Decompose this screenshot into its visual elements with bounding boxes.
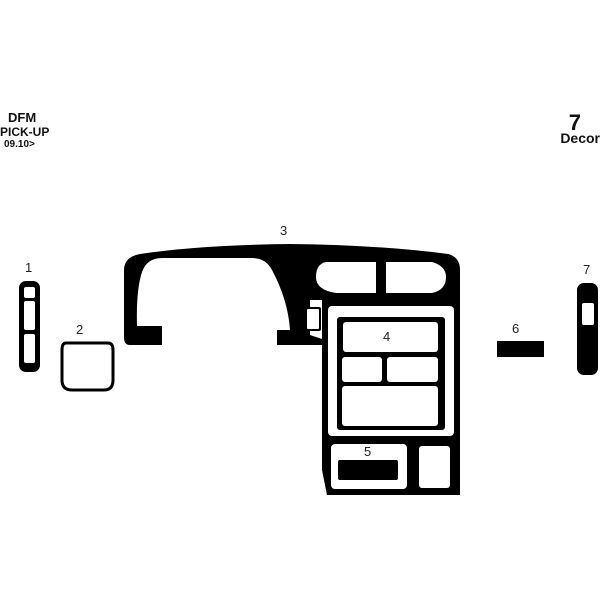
part-2: 2	[60, 322, 115, 392]
piece-count: 7	[568, 110, 581, 135]
part-1-label: 1	[25, 260, 32, 275]
part-7: 7	[577, 262, 598, 375]
part-2-label: 2	[76, 322, 83, 337]
part-6: 6	[497, 321, 544, 357]
part-7-label: 7	[583, 262, 590, 277]
part-4: 4	[337, 317, 445, 430]
part-3-label: 3	[280, 223, 287, 238]
part-4-label: 4	[383, 329, 390, 344]
vehicle-model: PICK-UP	[0, 125, 50, 139]
model-date: 09.10>	[4, 139, 35, 150]
product-type: Decor	[560, 130, 600, 146]
part-5: 5	[331, 444, 450, 489]
part-6-label: 6	[512, 321, 519, 336]
part-5-label: 5	[364, 444, 371, 459]
part-1: 1	[19, 260, 40, 372]
part-3: 3	[124, 223, 460, 345]
vehicle-brand: DFM	[8, 110, 37, 125]
